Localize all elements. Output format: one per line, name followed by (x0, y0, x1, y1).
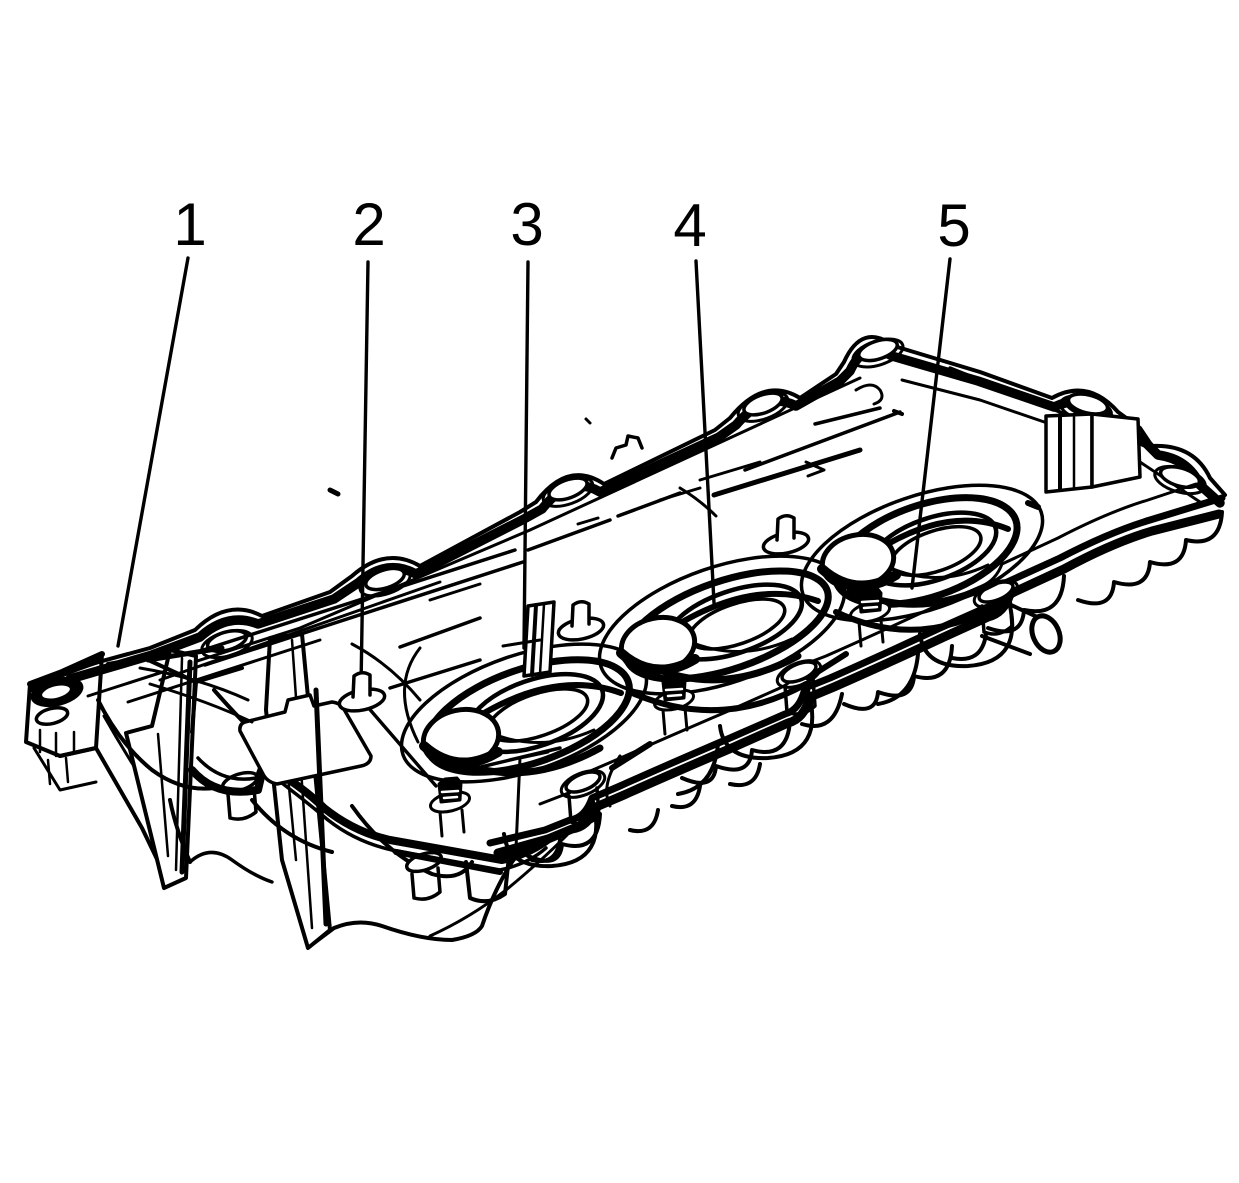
svg-text:2: 2 (352, 191, 385, 258)
svg-text:1: 1 (173, 191, 206, 258)
svg-text:3: 3 (510, 191, 543, 258)
svg-text:4: 4 (673, 192, 706, 259)
svg-text:5: 5 (937, 192, 970, 259)
